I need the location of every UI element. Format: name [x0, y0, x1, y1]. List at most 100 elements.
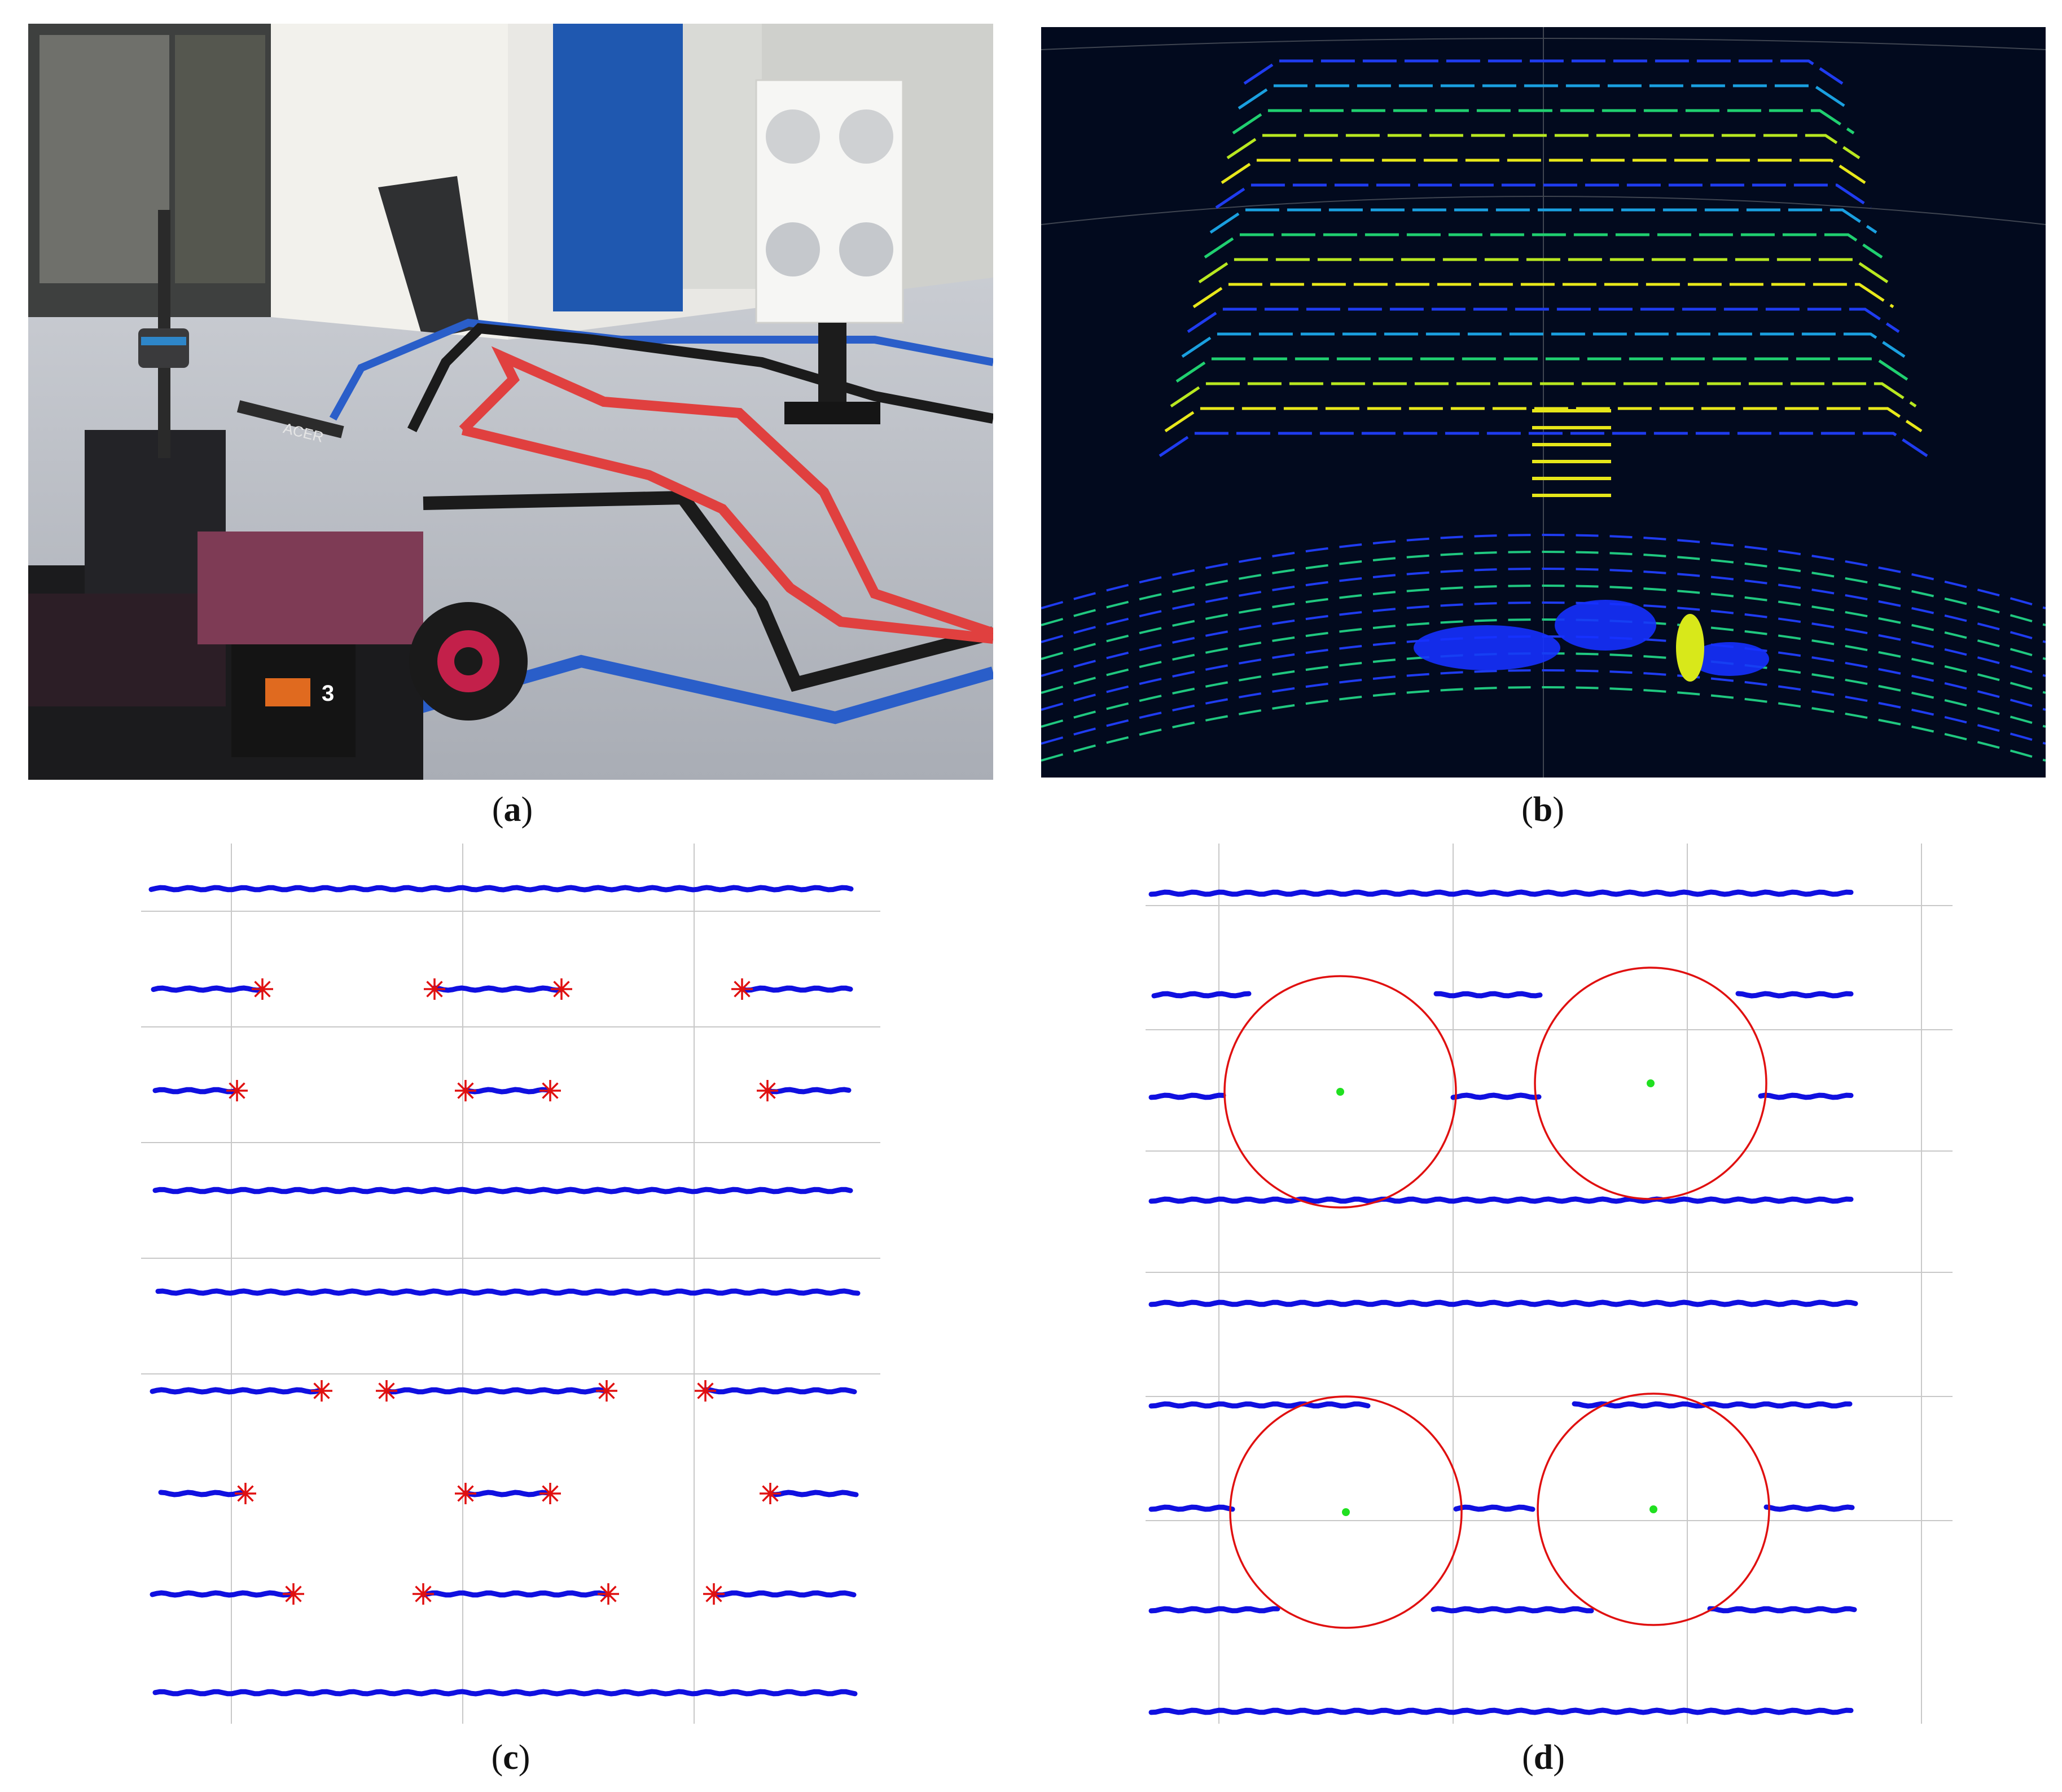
lidar-floor-ring — [1041, 534, 2046, 609]
lidar-floor-ring — [1041, 585, 2046, 660]
edge-marker-stroke — [313, 1382, 330, 1399]
edge-marker — [703, 1583, 725, 1605]
fitted-circle — [1537, 1393, 1770, 1626]
scan-line-segment — [1148, 1401, 1371, 1409]
scan-line-segment — [1148, 1606, 1280, 1614]
caption-d: (d) — [1522, 1738, 1565, 1777]
scan-line-segment — [463, 1490, 550, 1497]
scan-line-segment — [150, 1387, 322, 1395]
fitted-circle — [1229, 1395, 1463, 1629]
edge-marker-stroke — [759, 1082, 776, 1099]
scan-line-segment — [1148, 1504, 1235, 1512]
scan-line-segment — [739, 985, 853, 993]
lidar-scan-ring — [1198, 258, 1889, 284]
edge-marker — [551, 978, 572, 1000]
edge-marker-stroke — [285, 1585, 302, 1602]
lidar-scan-ring — [1175, 357, 1911, 383]
scan-line-segment — [1151, 991, 1252, 999]
lidar-scan-ring — [1209, 208, 1877, 234]
edge-marker — [455, 1483, 476, 1504]
edge-marker — [760, 1483, 781, 1504]
edge-marker — [539, 1080, 561, 1101]
edge-marker-stroke — [762, 1485, 779, 1502]
lidar-floor-ring — [1041, 551, 2046, 626]
robot-sign-text: 3 — [322, 681, 334, 706]
lidar-scan-ring — [1159, 432, 1928, 458]
lidar-point-cloud — [1041, 27, 2046, 778]
edge-marker — [252, 978, 273, 1000]
scan-line-segment — [1758, 1092, 1854, 1100]
lidar-floor-ring — [1041, 618, 2046, 694]
lidar-floor-ring — [1041, 669, 2046, 745]
scan-line-segment — [463, 1087, 550, 1095]
lidar-scan-ring — [1164, 407, 1923, 433]
robot-lab-photo: 3 ACER — [28, 24, 993, 780]
lidar-scan-ring — [1215, 183, 1872, 209]
scan-line-segment — [1735, 991, 1854, 999]
edge-marker — [757, 1080, 778, 1101]
edge-marker-stroke — [378, 1382, 395, 1399]
scan-line-segment — [1572, 1401, 1853, 1409]
edge-marker-stroke — [542, 1485, 559, 1502]
lidar-floor-ring — [1041, 686, 2046, 762]
edge-marker — [376, 1380, 397, 1402]
lidar-scan-ring — [1221, 159, 1866, 185]
scan-line-segment — [1431, 1606, 1594, 1614]
edge-marker-stroke — [415, 1585, 432, 1602]
edge-marker-stroke — [237, 1485, 254, 1502]
scan-line-segment — [152, 1187, 853, 1194]
scan-line-segment — [1148, 1299, 1858, 1307]
edge-marker-stroke — [705, 1585, 722, 1602]
edge-marker — [283, 1583, 304, 1605]
circle-center-point — [1649, 1505, 1657, 1513]
scan-line-segment — [1433, 991, 1543, 999]
scan-line-segment — [765, 1087, 852, 1095]
circle-fit-canvas — [1146, 844, 1953, 1724]
lidar-floor-ring — [1041, 568, 2046, 643]
scan-line-segment — [152, 1689, 858, 1697]
edge-marker-stroke — [598, 1382, 615, 1399]
edge-marker-stroke — [600, 1585, 617, 1602]
scan-line-segment — [158, 1490, 245, 1497]
circle-center-point — [1342, 1508, 1350, 1516]
scan-edges-canvas — [141, 844, 880, 1724]
scan-line-segment — [1148, 1707, 1854, 1715]
lidar-scan-ring — [1170, 382, 1917, 408]
scan-line-segment — [1148, 1196, 1854, 1204]
scan-line-segment — [148, 885, 854, 893]
scan-line-segment — [703, 1387, 857, 1395]
edge-marker-stroke — [553, 981, 570, 998]
edge-marker-stroke — [254, 981, 271, 998]
caption-b: (b) — [1521, 790, 1564, 829]
circle-center-point — [1336, 1088, 1344, 1096]
lidar-scan-ring — [1181, 332, 1906, 358]
caption-a: (a) — [492, 790, 533, 829]
scan-line-segment — [151, 985, 265, 993]
edge-marker — [424, 978, 445, 1000]
scan-line-segment — [155, 1288, 861, 1296]
edge-marker-stroke — [229, 1082, 245, 1099]
lidar-scan-ring — [1232, 109, 1855, 135]
edge-marker — [311, 1380, 332, 1402]
fitted-circle — [1534, 967, 1767, 1200]
edge-marker — [598, 1583, 619, 1605]
edge-marker — [413, 1583, 434, 1605]
lidar-scan-ring — [1238, 84, 1849, 110]
scan-line-segment — [1148, 1092, 1226, 1100]
lidar-scan-ring — [1243, 59, 1844, 85]
edge-marker — [731, 978, 753, 1000]
scan-edges-plot — [141, 844, 880, 1724]
photo-robot-target: 3 ACER — [28, 24, 993, 780]
scan-line-segment — [420, 1590, 611, 1598]
edge-marker — [596, 1380, 617, 1402]
edge-marker-stroke — [426, 981, 443, 998]
edge-marker — [539, 1483, 561, 1504]
edge-marker-stroke — [697, 1382, 714, 1399]
scan-line-segment — [152, 1087, 239, 1095]
edge-marker-stroke — [734, 981, 751, 998]
circle-center-point — [1647, 1079, 1655, 1087]
lidar-floor-ring — [1041, 601, 2046, 677]
scan-line-segment — [1450, 1092, 1542, 1100]
scan-line-segment — [1148, 889, 1854, 897]
lidar-sensor — [138, 328, 189, 368]
